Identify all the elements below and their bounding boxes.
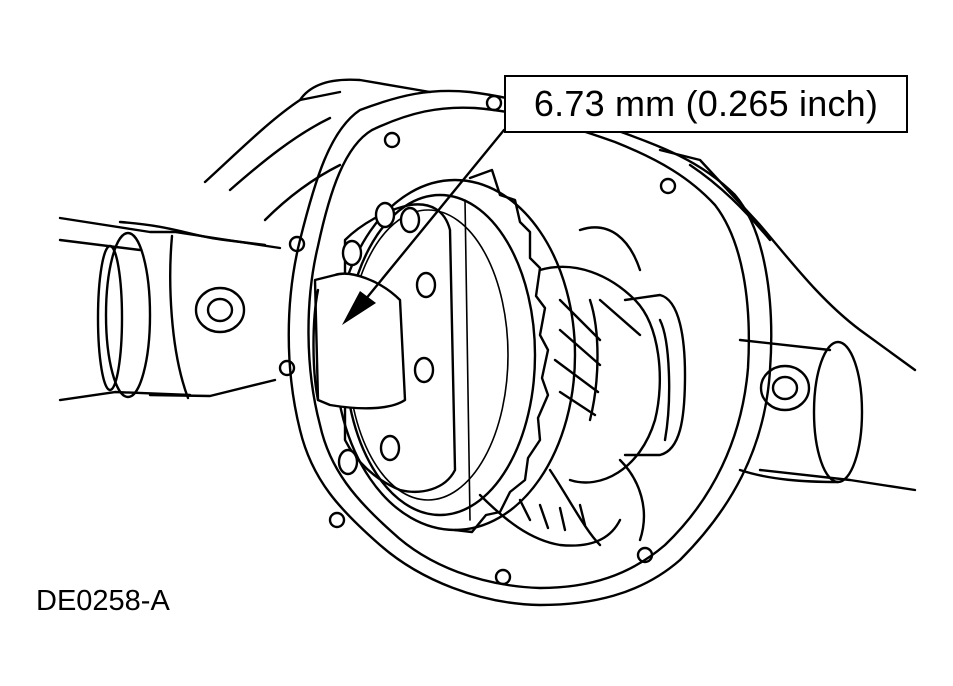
lower-pinion-detail — [478, 493, 622, 547]
callout-leader — [342, 128, 506, 325]
measurement-callout-text: 6.73 mm (0.265 inch) — [533, 83, 879, 124]
right-axle-tube — [658, 148, 917, 492]
left-axle-tube — [58, 216, 282, 402]
measurement-callout-box: 6.73 mm (0.265 inch) — [504, 75, 908, 133]
upper-brace-lines — [203, 78, 432, 222]
carrier-left-side — [312, 201, 457, 493]
figure-id-label: DE0258-A — [36, 585, 170, 617]
leader-arrowhead — [342, 291, 376, 325]
differential-case — [538, 226, 687, 547]
